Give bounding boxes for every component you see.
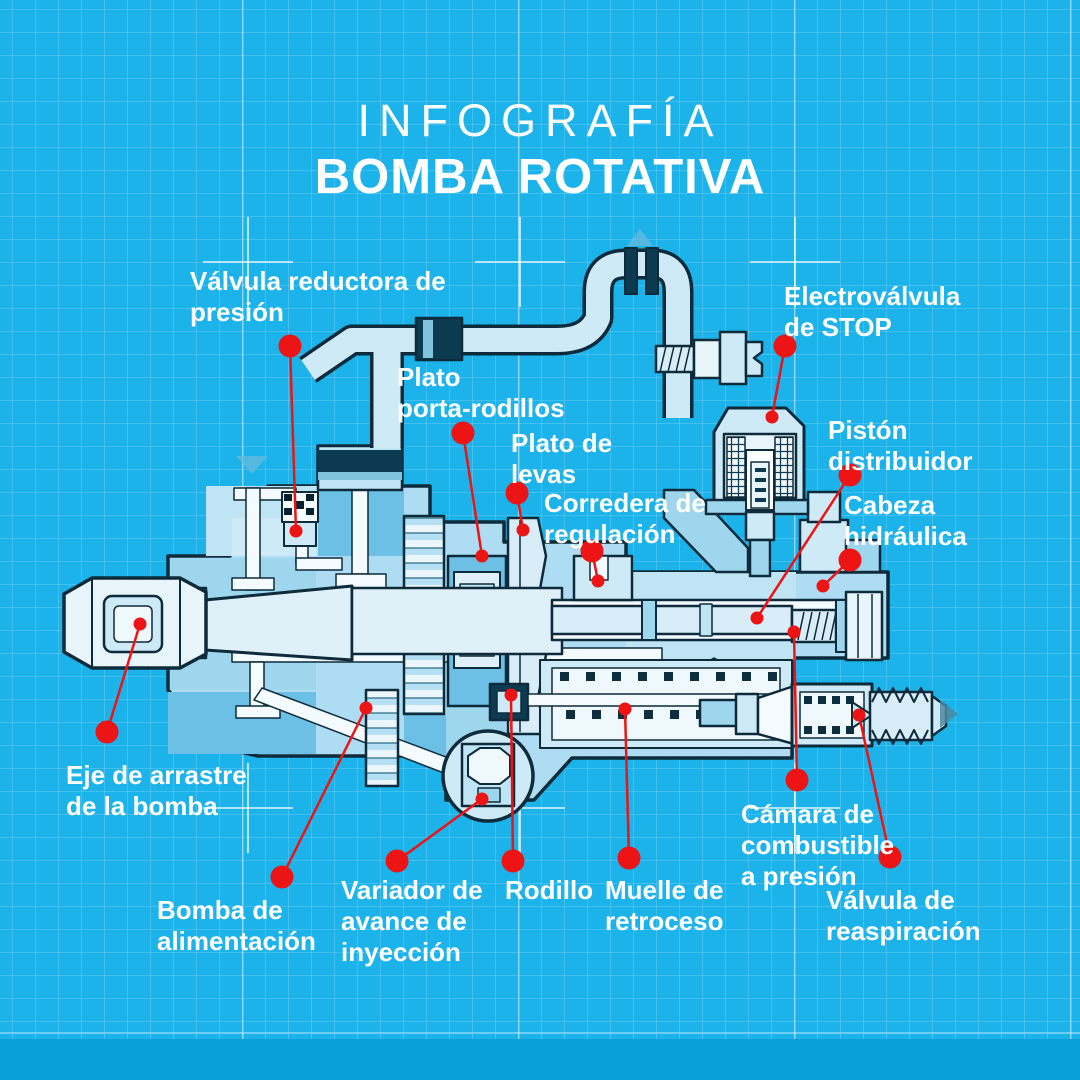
banjo-bolts xyxy=(624,247,659,295)
roller-block xyxy=(488,682,530,722)
registration-cross-icon xyxy=(750,217,840,307)
pressure-reducer-valve xyxy=(281,491,319,547)
drive-shaft-nut xyxy=(62,576,208,670)
bottom-band xyxy=(0,1039,1080,1080)
band-divider xyxy=(0,1032,1080,1034)
registration-cross-icon xyxy=(203,763,293,853)
flow-arrow-right-icon xyxy=(940,700,958,728)
drive-shaft xyxy=(188,584,564,662)
registration-cross-icon xyxy=(475,217,565,307)
registration-cross-icon xyxy=(750,763,840,853)
triangle-down-icon xyxy=(236,456,268,474)
solenoid-coil-right xyxy=(774,436,794,498)
triangle-up-icon xyxy=(627,229,653,246)
inlet-union-block xyxy=(316,444,404,492)
advance-device xyxy=(441,729,535,823)
solenoid-coil-left xyxy=(726,436,746,498)
title-block: INFOGRAFÍA BOMBA ROTATIVA xyxy=(0,96,1080,205)
title-kicker: INFOGRAFÍA xyxy=(357,95,723,146)
bleed-bolt xyxy=(654,330,764,386)
registration-cross-icon xyxy=(203,217,293,307)
pipe-coupler xyxy=(414,316,464,362)
page-title: BOMBA ROTATIVA xyxy=(314,150,766,204)
stop-solenoid xyxy=(662,406,810,578)
inlet-pipe xyxy=(299,247,694,448)
distributor-piston xyxy=(550,604,794,636)
gear-rack-lower xyxy=(364,688,400,788)
